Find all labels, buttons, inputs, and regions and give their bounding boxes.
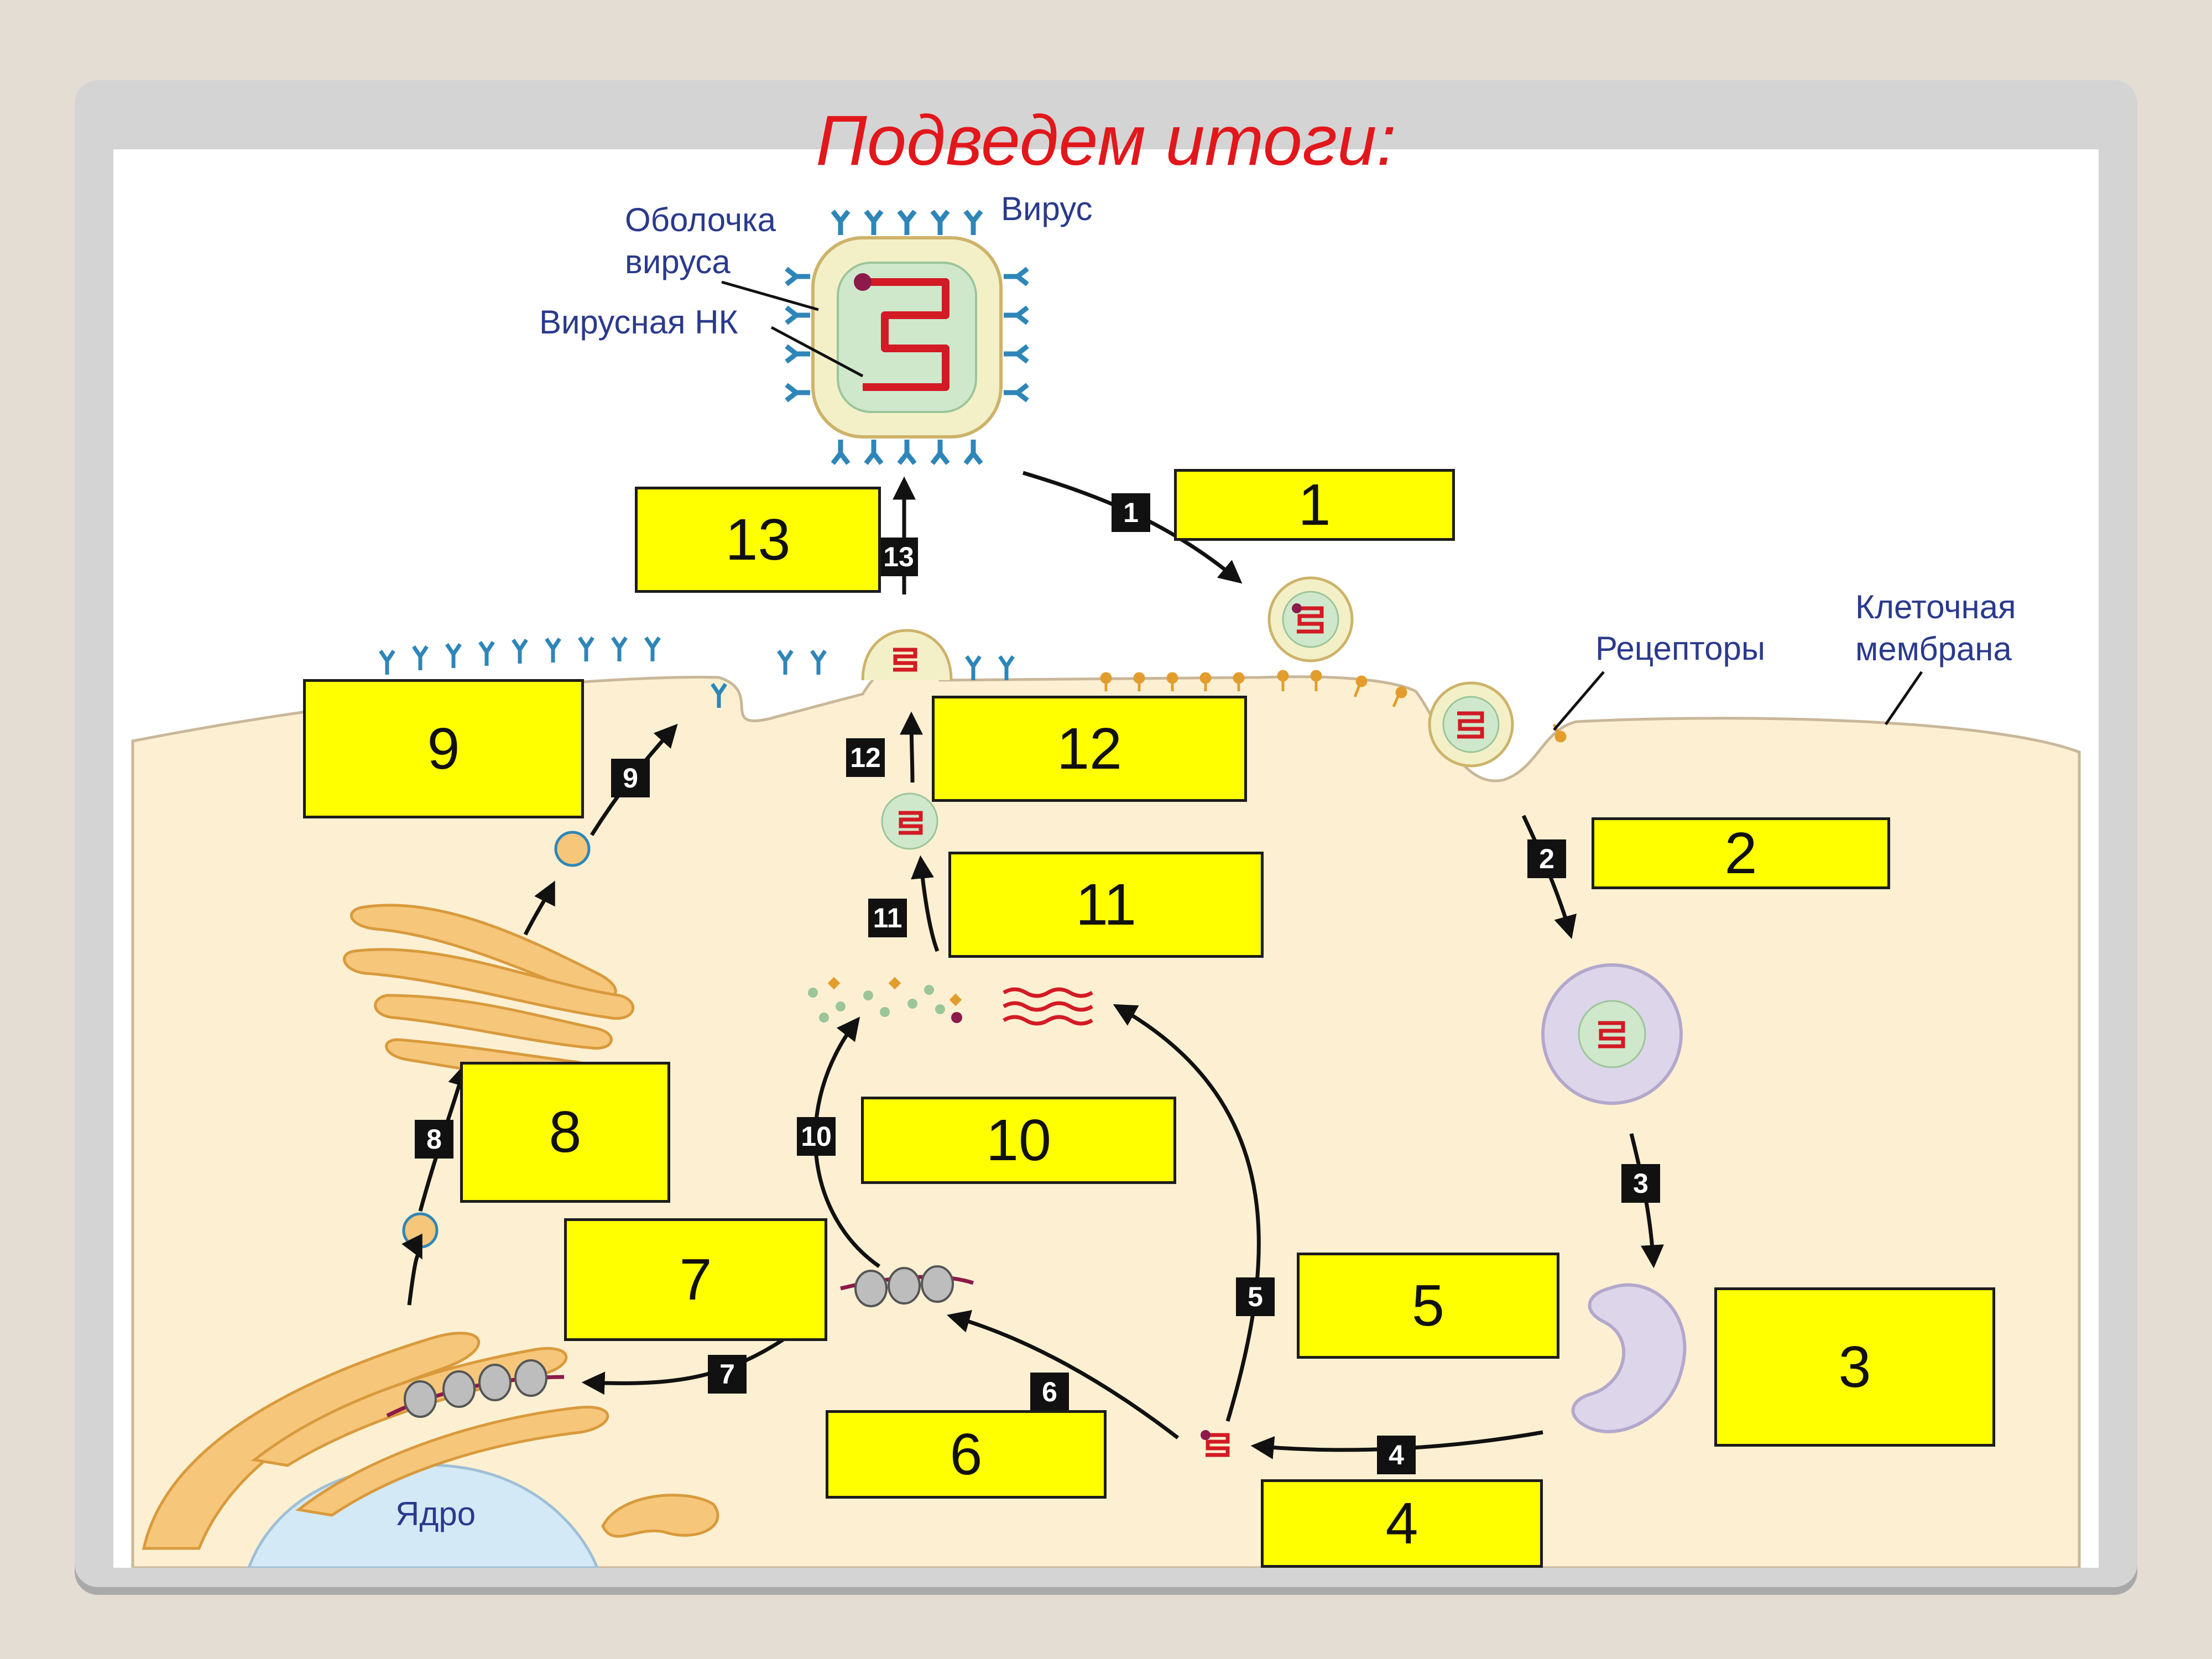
step-badge-6: 6 xyxy=(1030,1373,1069,1411)
viral-proteins xyxy=(808,977,962,1023)
arrow-10 xyxy=(813,1016,880,1268)
label-membrane: Клеточная мембрана xyxy=(1855,588,2016,667)
arrow-7 xyxy=(581,1337,786,1395)
viral-nucleic-acid xyxy=(863,278,950,391)
arrow-11 xyxy=(911,855,940,952)
answer-box-3[interactable]: 3 xyxy=(1714,1287,1995,1447)
answer-box-2[interactable]: 2 xyxy=(1592,817,1890,889)
label-receptors: Рецепторы xyxy=(1595,630,1765,667)
step-badge-5: 5 xyxy=(1236,1277,1275,1316)
attaching-virion xyxy=(1267,576,1354,662)
membrane-receptors xyxy=(1100,670,1567,743)
arrow-8 xyxy=(401,1233,422,1306)
step-badge-10: 10 xyxy=(797,1117,836,1156)
uncoated-nucleic-acid xyxy=(1201,1430,1230,1457)
free-ribosomes xyxy=(840,1265,974,1307)
label-viral-nk: Вирусная НК xyxy=(539,304,738,341)
label-virus: Вирус xyxy=(1001,190,1093,227)
arrow-12 xyxy=(900,711,924,783)
answer-box-5[interactable]: 5 xyxy=(1297,1253,1559,1359)
label-nucleus: Ядро xyxy=(395,1495,476,1532)
step-badge-1: 1 xyxy=(1112,493,1150,532)
answer-box-1[interactable]: 1 xyxy=(1174,469,1455,541)
answer-box-8[interactable]: 8 xyxy=(460,1062,670,1203)
step-badge-7: 7 xyxy=(708,1355,747,1394)
golgi-apparatus xyxy=(343,904,635,1083)
step-badge-4: 4 xyxy=(1377,1436,1416,1474)
step-badge-9: 9 xyxy=(611,759,650,797)
answer-box-12[interactable]: 12 xyxy=(932,696,1247,802)
step-badge-2: 2 xyxy=(1527,839,1566,878)
step-badge-8: 8 xyxy=(415,1120,453,1159)
step-badge-3: 3 xyxy=(1621,1164,1660,1203)
slide-title: Подведем итоги: xyxy=(816,101,1396,180)
membrane-glycoproteins xyxy=(379,637,1015,708)
budding-virion xyxy=(861,629,953,681)
virus-particle xyxy=(785,210,1029,465)
step-badge-11: 11 xyxy=(868,899,907,937)
answer-box-4[interactable]: 4 xyxy=(1261,1479,1543,1568)
step-badge-13: 13 xyxy=(879,538,918,576)
answer-box-6[interactable]: 6 xyxy=(826,1410,1107,1499)
transport-vesicle xyxy=(402,1212,439,1249)
step-badge-12: 12 xyxy=(846,738,885,777)
answer-box-9[interactable]: 9 xyxy=(303,679,584,818)
answer-box-10[interactable]: 10 xyxy=(861,1097,1176,1184)
er-ribosomes xyxy=(386,1359,565,1418)
mrna-strands xyxy=(1003,987,1093,1026)
arrow-5 xyxy=(1113,1004,1261,1422)
arrow-9a xyxy=(523,880,555,936)
endosome-virion xyxy=(1578,1000,1646,1068)
assembling-capsid xyxy=(881,792,938,850)
lysosome xyxy=(1571,1283,1687,1433)
answer-box-7[interactable]: 7 xyxy=(564,1218,827,1341)
answer-box-11[interactable]: 11 xyxy=(948,852,1264,958)
secretory-vesicle xyxy=(554,831,591,867)
answer-box-13[interactable]: 13 xyxy=(635,487,881,593)
endocytosed-virion xyxy=(1428,681,1514,768)
label-envelope: Оболочка вируса xyxy=(625,201,776,280)
arrow-6 xyxy=(946,1310,1180,1439)
